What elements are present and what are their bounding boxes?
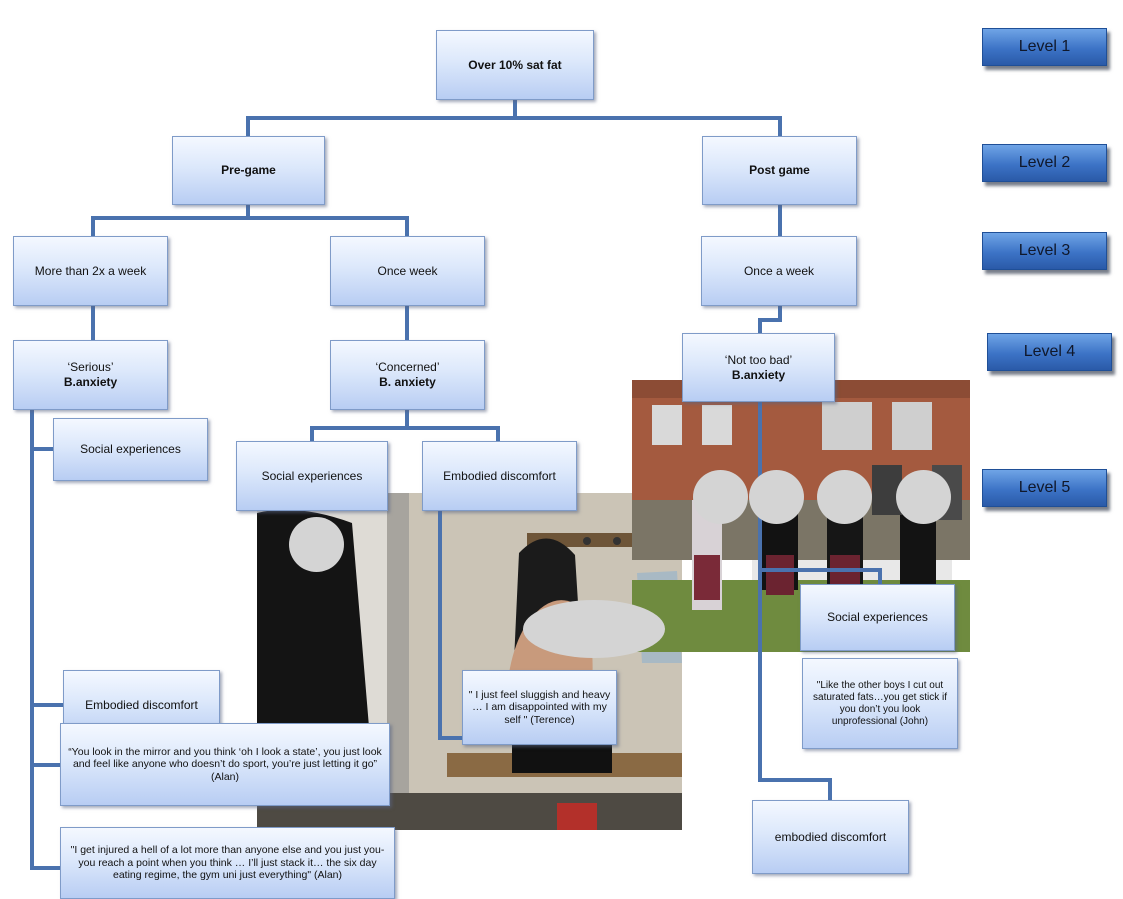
level-4-label: Level 4 <box>987 333 1112 371</box>
label-concerned: ‘Concerned’ <box>375 360 440 374</box>
node-once-week-pre: Once week <box>330 236 485 306</box>
node-more-than-2x-week: More than 2x a week <box>13 236 168 306</box>
quote-injured-alan: "I get injured a hell of a lot more than… <box>60 827 395 899</box>
label-not-too-bad: ‘Not too bad’ <box>724 352 793 367</box>
face-blur-2 <box>523 600 665 658</box>
face-blur-5 <box>817 470 872 524</box>
label-anxiety: B.anxiety <box>63 375 118 389</box>
node-concerned-anxiety: ‘Concerned’ B. anxiety <box>330 340 485 410</box>
node-social-experiences-concerned: Social experiences <box>236 441 388 511</box>
node-post-game: Post game <box>702 136 857 205</box>
face-blur-1 <box>289 517 344 572</box>
label-serious: ‘Serious’ <box>67 360 114 374</box>
face-blur-6 <box>896 470 951 524</box>
node-social-experiences-not-too-bad: Social experiences <box>800 584 955 651</box>
quote-boys-john: "Like the other boys I cut out saturated… <box>802 658 958 749</box>
face-blur-3 <box>693 470 748 524</box>
node-social-experiences-serious: Social experiences <box>53 418 208 481</box>
level-3-label: Level 3 <box>982 232 1107 270</box>
label-anxiety: B.anxiety <box>731 367 786 382</box>
node-serious-anxiety: ‘Serious’ B.anxiety <box>13 340 168 410</box>
node-embodied-discomfort-not-too-bad: embodied discomfort <box>752 800 909 874</box>
node-embodied-discomfort-concerned: Embodied discomfort <box>422 441 577 511</box>
node-root: Over 10% sat fat <box>436 30 594 100</box>
node-once-a-week-post: Once a week <box>701 236 857 306</box>
level-1-label: Level 1 <box>982 28 1107 66</box>
quote-sluggish-terence: " I just feel sluggish and heavy … I am … <box>462 670 617 745</box>
node-not-too-bad-anxiety: ‘Not too bad’ B.anxiety <box>682 333 835 402</box>
node-pre-game: Pre-game <box>172 136 325 205</box>
quote-mirror-alan: “You look in the mirror and you think ‘o… <box>60 723 390 806</box>
level-2-label: Level 2 <box>982 144 1107 182</box>
face-blur-4 <box>749 470 804 524</box>
level-5-label: Level 5 <box>982 469 1107 507</box>
label-anxiety: B. anxiety <box>379 375 436 389</box>
